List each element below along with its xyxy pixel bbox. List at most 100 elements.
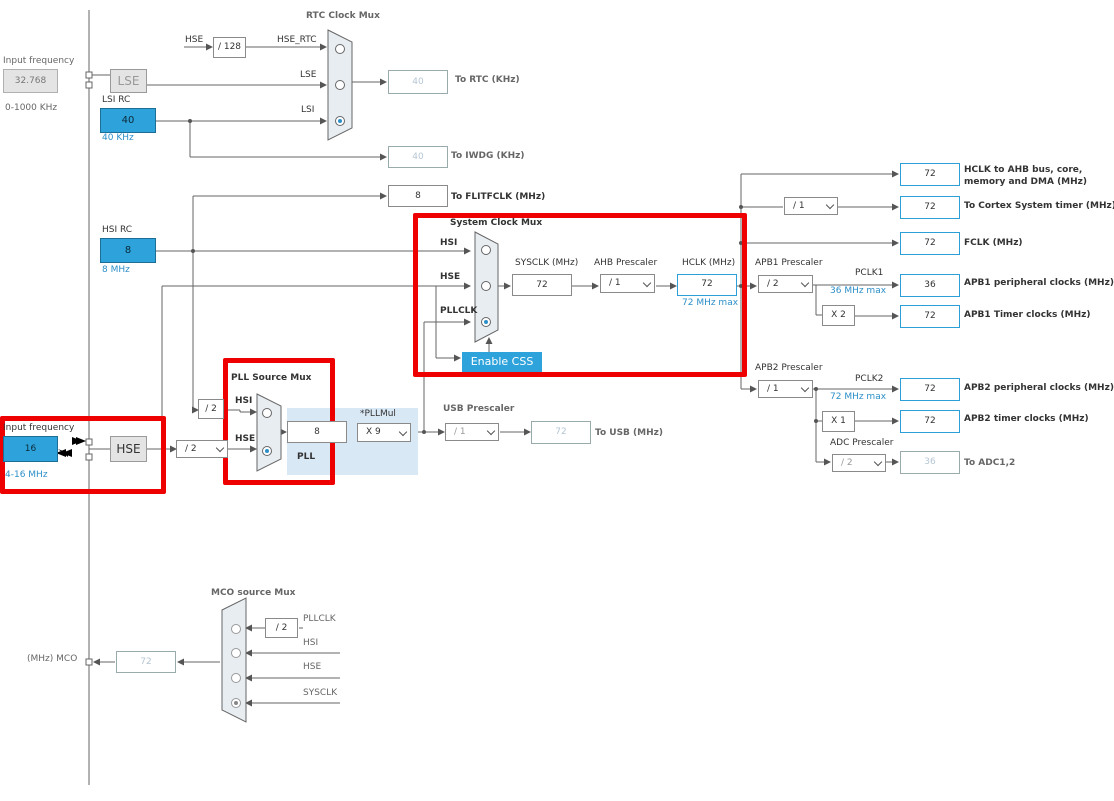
lsi-freq-label: 40 KHz [102, 133, 134, 143]
sysclk-mux-pllclk-radio[interactable] [481, 317, 491, 327]
pll-source-mux-title: PLL Source Mux [231, 373, 312, 383]
mco-output-label: (MHz) MCO [27, 654, 78, 664]
apb1-peripheral-field[interactable]: 36 [900, 274, 960, 297]
ahb-prescaler-select[interactable]: / 1 [600, 274, 655, 293]
hse-input-frequency-field[interactable]: 16 [3, 436, 58, 462]
usb-output-label: To USB (MHz) [595, 428, 663, 438]
mco-mux-hse-radio[interactable] [231, 673, 241, 683]
mco-hsi-label: HSI [303, 638, 319, 648]
apb1-timer-mul: X 2 [822, 305, 855, 326]
rtc-mux-title: RTC Clock Mux [306, 11, 380, 21]
lse-input-frequency-field[interactable]: 32.768 [3, 69, 58, 93]
pll-hse-label: HSE [235, 434, 256, 444]
ahb-prescaler-label: AHB Prescaler [594, 258, 658, 268]
mco-output-field: 72 [116, 651, 176, 673]
lse-input-frequency-label: Input frequency [3, 56, 75, 66]
hsi-rc-block: 8 [100, 238, 156, 263]
hclk-max-label: 72 MHz max [682, 298, 739, 308]
mco-mux-pllclk-radio[interactable] [231, 624, 241, 634]
chevron-down-icon [400, 424, 406, 441]
chevron-down-icon [875, 455, 881, 471]
adc-prescaler-value: / 2 [841, 458, 853, 468]
cortex-div-select[interactable]: / 1 [784, 197, 838, 215]
apb2-timer-label: APB2 timer clocks (MHz) [964, 414, 1089, 424]
usb-prescaler-select[interactable]: / 1 [445, 423, 499, 441]
pclk2-label: PCLK2 [855, 374, 884, 384]
ahb-prescaler-value: / 1 [609, 278, 621, 288]
mco-pllclk-label: PLLCLK [303, 614, 336, 624]
rtc-mux-lsi-radio[interactable] [335, 116, 345, 126]
pll-mul-label: *PLLMul [360, 409, 396, 419]
sysclk-mux-hse-radio[interactable] [481, 281, 491, 291]
sysclk-mux-hsi-radio[interactable] [481, 245, 491, 255]
lse-range-label: 0-1000 KHz [5, 103, 58, 113]
cortex-timer-label: To Cortex System timer (MHz) [964, 201, 1114, 211]
chevron-down-icon [802, 381, 808, 397]
pll-mul-select[interactable]: X 9 [357, 423, 411, 442]
rtc-mux-hse-radio[interactable] [335, 44, 345, 54]
sysclk-field[interactable]: 72 [512, 274, 572, 296]
ahb-bus-label-2: memory and DMA (MHz) [964, 177, 1088, 187]
hsi-rc-label: HSI RC [102, 225, 133, 235]
apb2-peripheral-field[interactable]: 72 [900, 378, 960, 401]
hsi-freq-label: 8 MHz [102, 265, 130, 275]
pclk1-label: PCLK1 [855, 268, 884, 278]
pll-hsi-label: HSI [235, 396, 253, 406]
pclk1-max-label: 36 MHz max [830, 286, 887, 296]
adc-output-label: To ADC1,2 [964, 458, 1016, 468]
cortex-timer-field[interactable]: 72 [900, 196, 960, 219]
usb-prescaler-value: / 1 [454, 427, 466, 437]
rtc-hse-label: HSE [185, 35, 204, 45]
system-clock-highlight [413, 213, 747, 377]
apb1-timer-field[interactable]: 72 [900, 305, 960, 328]
mco-mux-title: MCO source Mux [211, 588, 296, 598]
chevron-down-icon [802, 276, 808, 292]
hse-prediv-select[interactable]: / 2 [176, 440, 228, 458]
apb2-peripheral-label: APB2 peripheral clocks (MHz) [964, 383, 1114, 393]
ahb-bus-field[interactable]: 72 [900, 163, 960, 186]
lse-block[interactable]: LSE [110, 69, 147, 93]
hclk-label: HCLK (MHz) [682, 258, 736, 268]
lsi-rc-block: 40 [100, 108, 156, 133]
chevron-down-icon [488, 424, 494, 440]
mco-pll-div: / 2 [265, 618, 298, 638]
mco-mux-hsi-radio[interactable] [231, 648, 241, 658]
rtc-mux-lse-radio[interactable] [335, 80, 345, 90]
pll-src-hse-radio[interactable] [262, 446, 272, 456]
adc-prescaler-select[interactable]: / 2 [832, 454, 886, 472]
ahb-bus-label-1: HCLK to AHB bus, core, [964, 165, 1083, 175]
apb2-timer-field[interactable]: 72 [900, 410, 960, 433]
sysclk-hse-label: HSE [440, 272, 461, 282]
usb-output-field: 72 [531, 421, 591, 444]
flitfclk-output-field: 8 [388, 185, 448, 207]
pll-input-field: 8 [287, 421, 347, 443]
hse-block[interactable]: HSE [110, 436, 147, 462]
fclk-field[interactable]: 72 [900, 232, 960, 255]
chevron-down-icon [827, 198, 833, 214]
adc-prescaler-label: ADC Prescaler [830, 438, 894, 448]
pll-src-hsi-radio[interactable] [262, 408, 272, 418]
hse-prediv-value: / 2 [185, 444, 197, 454]
chevron-down-icon [644, 275, 650, 292]
mco-mux-sysclk-radio[interactable] [231, 698, 241, 708]
apb1-timer-label: APB1 Timer clocks (MHz) [964, 310, 1091, 320]
sysclk-label: SYSCLK (MHz) [515, 258, 579, 268]
mco-sysclk-label: SYSCLK [303, 688, 338, 698]
hclk-field[interactable]: 72 [677, 274, 737, 296]
rtc-lsi-label: LSI [301, 105, 315, 115]
rtc-lse-label: LSE [300, 70, 317, 80]
enable-css-button[interactable]: Enable CSS [462, 352, 542, 372]
apb2-prescaler-label: APB2 Prescaler [755, 363, 823, 373]
sysclk-pllclk-label: PLLCLK [440, 306, 478, 316]
apb2-prescaler-select[interactable]: / 1 [758, 380, 813, 398]
pll-label: PLL [297, 452, 316, 462]
rtc-output-field: 40 [388, 70, 448, 94]
flitfclk-output-label: To FLITFCLK (MHz) [451, 192, 546, 202]
apb1-peripheral-label: APB1 peripheral clocks (MHz) [964, 278, 1114, 288]
rtc-hse-div[interactable]: / 128 [213, 37, 246, 58]
apb1-prescaler-label: APB1 Prescaler [755, 258, 823, 268]
hse-range-label: 4-16 MHz [5, 470, 48, 480]
fclk-label: FCLK (MHz) [964, 238, 1023, 248]
hse-input-highlight [0, 416, 166, 494]
apb1-prescaler-select[interactable]: / 2 [758, 275, 813, 293]
